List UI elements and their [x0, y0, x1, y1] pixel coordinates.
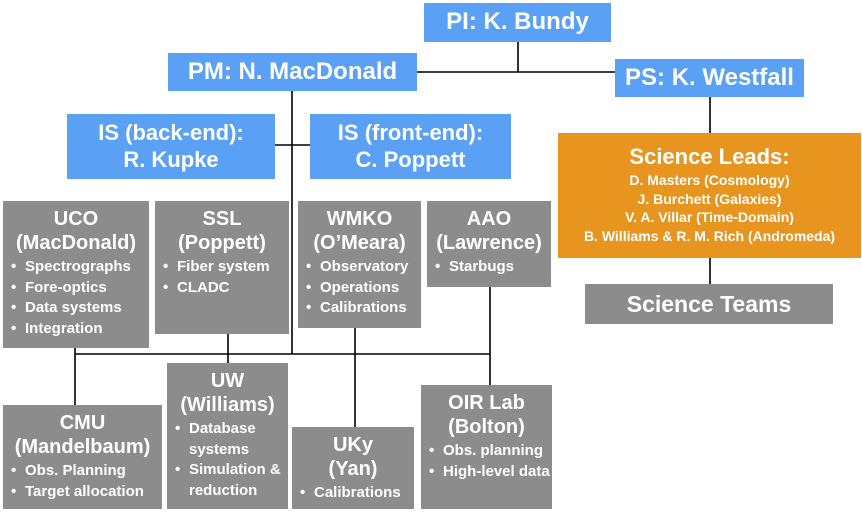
aao-lead: (Lawrence)	[436, 232, 542, 254]
uco-box: UCO (MacDonald) Spectrographs Fore-optic…	[3, 201, 149, 348]
ssl-task: CLADC	[163, 278, 289, 299]
pm-box: PM: N. MacDonald	[168, 53, 417, 91]
ssl-name: SSL	[202, 208, 242, 230]
is-back-end-box: IS (back-end): R. Kupke	[67, 114, 275, 179]
ps-box: PS: K. Westfall	[615, 59, 804, 97]
uw-lead: (Williams)	[180, 394, 275, 416]
uw-box: UW (Williams) Database systems Simulatio…	[167, 363, 288, 509]
science-lead-item: B. Williams & R. M. Rich (Andromeda)	[583, 227, 836, 244]
oir-lab-lead: (Bolton)	[448, 416, 525, 438]
uco-task: Data systems	[11, 298, 149, 319]
ssl-box: SSL (Poppett) Fiber system CLADC	[155, 201, 289, 334]
uky-task: Calibrations	[300, 483, 414, 504]
science-leads-title: Science Leads:	[629, 144, 790, 169]
oir-lab-task: High-level data	[429, 462, 552, 483]
wmko-task: Observatory	[306, 257, 421, 278]
uky-lead: (Yan)	[328, 458, 378, 480]
science-lead-item: J. Burchett (Galaxies)	[637, 190, 782, 207]
wmko-task: Calibrations	[306, 298, 421, 319]
uky-box: UKy (Yan) Calibrations	[292, 427, 414, 509]
uco-task: Fore-optics	[11, 278, 149, 299]
aao-name: AAO	[466, 208, 512, 230]
is-back-end-role: IS (back-end):	[98, 120, 244, 146]
ssl-lead: (Poppett)	[178, 232, 266, 254]
is-back-end-person: R. Kupke	[123, 146, 219, 172]
ps-label: PS: K. Westfall	[625, 63, 794, 91]
is-front-end-box: IS (front-end): C. Poppett	[310, 114, 511, 179]
science-leads-box: Science Leads: D. Masters (Cosmology) J.…	[558, 133, 861, 258]
pm-label: PM: N. MacDonald	[187, 57, 398, 85]
cmu-task: Target allocation	[11, 482, 162, 503]
uco-task: Integration	[11, 319, 149, 340]
wmko-box: WMKO (O’Meara) Observatory Operations Ca…	[298, 201, 421, 328]
uw-task: Database systems	[175, 419, 288, 460]
uco-lead: (MacDonald)	[16, 232, 136, 254]
cmu-lead: (Mandelbaum)	[14, 436, 151, 458]
oir-lab-name: OIR Lab	[448, 392, 525, 414]
cmu-box: CMU (Mandelbaum) Obs. Planning Target al…	[3, 405, 162, 509]
pi-box: PI: K. Bundy	[424, 3, 611, 42]
wmko-lead: (O’Meara)	[313, 232, 406, 254]
science-teams-label: Science Teams	[626, 290, 792, 317]
aao-box: AAO (Lawrence) Starbugs	[427, 201, 551, 287]
oir-lab-task: Obs. planning	[429, 441, 552, 462]
uw-task: Simulation & reduction	[175, 460, 288, 501]
uw-name: UW	[210, 370, 245, 392]
aao-task: Starbugs	[435, 257, 551, 278]
uco-task: Spectrographs	[11, 257, 149, 278]
ssl-task: Fiber system	[163, 257, 289, 278]
oir-lab-box: OIR Lab (Bolton) Obs. planning High-leve…	[421, 385, 552, 509]
wmko-task: Operations	[306, 278, 421, 299]
science-lead-item: V. A. Villar (Time-Domain)	[625, 209, 794, 225]
cmu-task: Obs. Planning	[11, 461, 162, 482]
pi-label: PI: K. Bundy	[446, 8, 589, 36]
cmu-name: CMU	[59, 412, 106, 434]
is-front-end-role: IS (front-end):	[337, 120, 484, 146]
science-teams-box: Science Teams	[585, 284, 833, 324]
uco-name: UCO	[53, 208, 99, 230]
science-lead-item: D. Masters (Cosmology)	[629, 172, 790, 188]
wmko-name: WMKO	[326, 208, 393, 230]
is-front-end-person: C. Poppett	[355, 146, 466, 172]
uky-name: UKy	[332, 434, 373, 456]
